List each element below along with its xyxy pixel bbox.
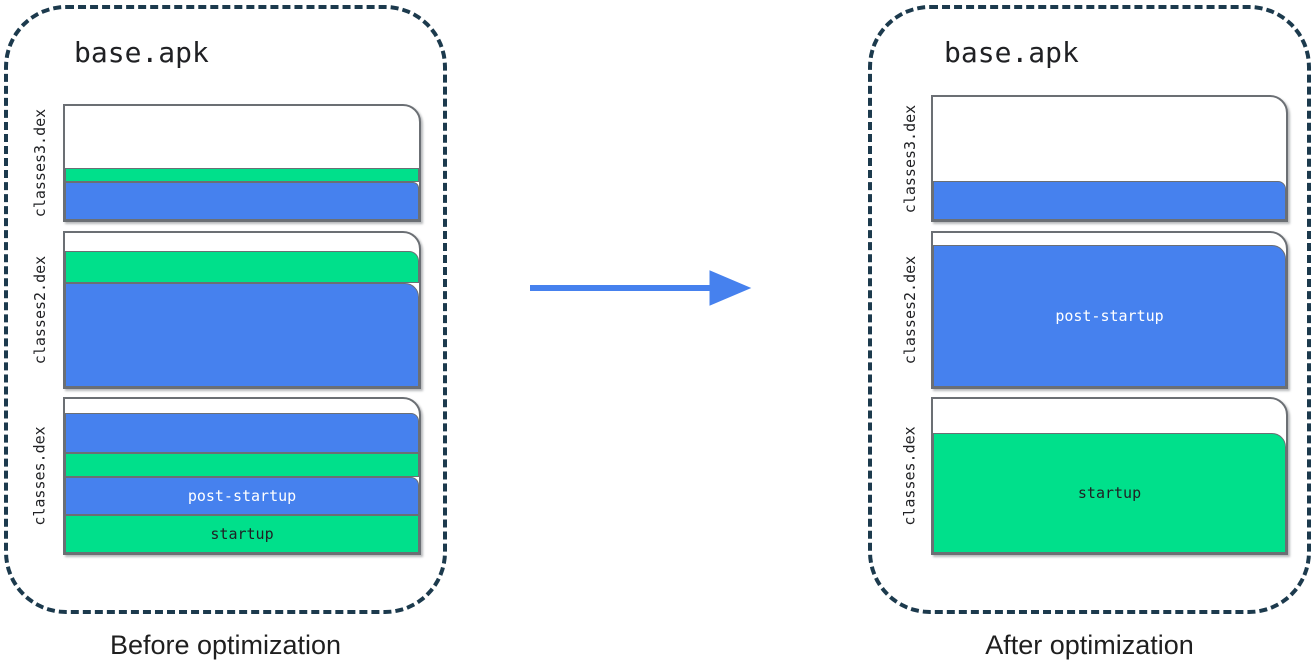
apk-title: base.apk	[944, 36, 1079, 69]
dex-file-label: classes.dex	[31, 426, 49, 526]
segment-label: post-startup	[187, 486, 297, 505]
panel-before	[4, 5, 447, 614]
dex-file-label: classes2.dex	[901, 255, 919, 365]
dex-segment-green: startup	[933, 433, 1286, 553]
dex-file-box	[931, 95, 1288, 222]
dex-file-box: post-startup	[931, 231, 1288, 389]
segment-label: post-startup	[1055, 306, 1164, 325]
dex-file-label: classes.dex	[901, 426, 919, 526]
dex-segment-blue: post-startup	[65, 477, 419, 515]
dex-file-label: classes2.dex	[31, 255, 49, 365]
dex-file-label: classes3.dex	[31, 108, 49, 218]
dex-file-box	[63, 104, 421, 222]
dex-segment-blue	[65, 283, 419, 387]
panel-after	[868, 5, 1311, 614]
dex-segment-blue	[65, 413, 419, 453]
dex-file-label-column: classes2.dex	[23, 231, 57, 389]
dex-segment-green	[65, 251, 419, 283]
caption-before: Before optimization	[109, 630, 342, 660]
right-arrow-icon	[530, 270, 752, 306]
segment-label: startup	[210, 524, 274, 543]
dex-segment-blue	[65, 182, 419, 220]
dex-segment-blue: post-startup	[933, 245, 1286, 387]
dex-file-label-column: classes.dex	[893, 397, 927, 555]
dex-file-label-column: classes3.dex	[893, 95, 927, 222]
segment-label: startup	[1077, 483, 1142, 502]
dex-segment-green	[65, 453, 419, 477]
apk-title: base.apk	[74, 36, 209, 69]
dex-file-label-column: classes.dex	[23, 397, 57, 555]
dex-file-box: startup	[931, 397, 1288, 555]
dex-file-label-column: classes2.dex	[893, 231, 927, 389]
dex-segment-green	[65, 168, 419, 182]
caption-after: After optimization	[985, 630, 1194, 660]
dex-segment-blue	[933, 181, 1286, 220]
dex-file-box	[63, 231, 421, 389]
dex-segment-green: startup	[65, 515, 419, 553]
dex-file-label: classes3.dex	[901, 104, 919, 213]
dex-file-label-column: classes3.dex	[23, 104, 57, 222]
dex-file-box: post-startup startup	[63, 397, 421, 555]
